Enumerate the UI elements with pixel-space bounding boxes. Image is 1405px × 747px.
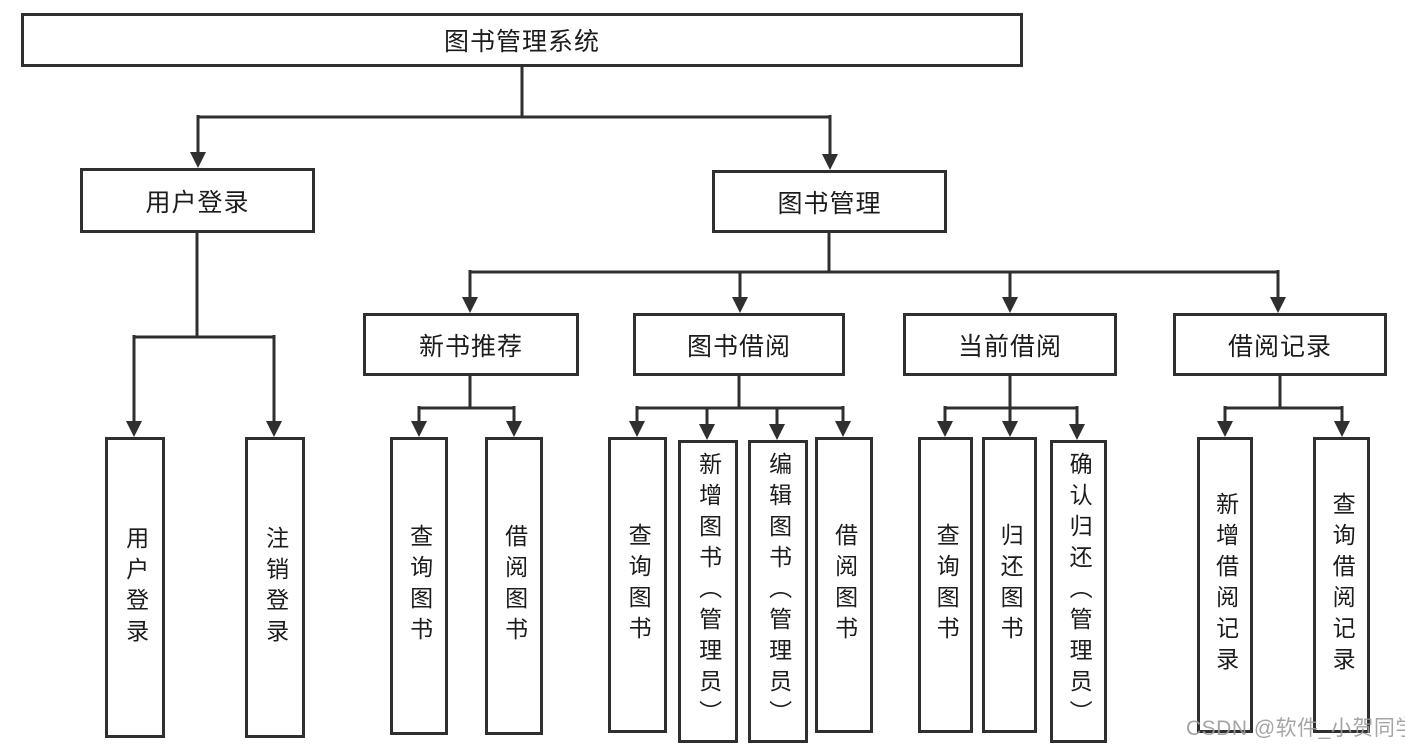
arrowhead: [769, 424, 785, 440]
node-user-login: 用户登录: [80, 168, 315, 233]
arrowhead: [1217, 421, 1233, 437]
leaf-user-login: 用户登录: [105, 437, 165, 738]
connector-borrow-records-branch: [1217, 376, 1350, 437]
leaf-logout: 注销登录: [245, 437, 305, 738]
arrowhead: [1069, 424, 1085, 440]
arrowhead: [1002, 421, 1018, 437]
leaf-label: 新增借阅记录: [1212, 492, 1239, 678]
leaf-label: 借阅图书: [831, 523, 858, 647]
connector-book-borrow-branch: [629, 376, 851, 440]
leaf-query-books-current: 查询图书: [918, 437, 973, 733]
arrowhead: [732, 297, 748, 313]
arrowhead: [835, 421, 851, 437]
connector-root-to-level1: [190, 67, 838, 170]
arrowhead: [411, 421, 427, 437]
arrowhead: [266, 421, 282, 437]
connector-user-login-branch: [126, 233, 282, 437]
arrowhead: [1270, 297, 1286, 313]
connector-current-borrow-branch: [937, 376, 1085, 440]
arrowhead: [937, 421, 953, 437]
arrowhead: [1334, 421, 1350, 437]
node-current-borrowing: 当前借阅: [903, 313, 1117, 376]
arrowhead: [506, 421, 522, 437]
leaf-query-books-borrow: 查询图书: [608, 437, 667, 733]
node-book-management: 图书管理: [712, 170, 947, 233]
leaf-return-books: 归还图书: [982, 437, 1037, 733]
arrowhead: [462, 297, 478, 313]
leaf-label: 查询图书: [625, 523, 652, 647]
leaf-label: 借阅图书: [501, 524, 528, 648]
leaf-label: 确认归还（管理员）: [1066, 452, 1093, 731]
node-new-book-recommendation: 新书推荐: [363, 313, 579, 376]
leaf-label: 编辑图书（管理员）: [765, 452, 792, 731]
leaf-label: 归还图书: [997, 523, 1024, 647]
leaf-label: 查询图书: [406, 524, 433, 648]
node-borrowing-records: 借阅记录: [1173, 313, 1387, 376]
arrowhead: [822, 154, 838, 170]
leaf-label: 新增图书（管理员）: [695, 452, 722, 731]
node-book-borrowing: 图书借阅: [633, 313, 845, 376]
leaf-query-books-rec: 查询图书: [390, 437, 448, 735]
leaf-add-borrow-record: 新增借阅记录: [1197, 437, 1253, 733]
leaf-label: 查询借阅记录: [1329, 492, 1356, 678]
leaf-borrow-books: 借阅图书: [815, 437, 873, 733]
leaf-label: 注销登录: [262, 525, 289, 650]
leaf-confirm-return-admin: 确认归还（管理员）: [1050, 440, 1107, 743]
csdn-watermark: CSDN @软件_小贺同学: [1186, 717, 1405, 740]
arrowhead: [1002, 297, 1018, 313]
leaf-add-books-admin: 新增图书（管理员）: [678, 440, 738, 743]
arrowhead: [126, 421, 142, 437]
connector-new-book-rec-branch: [411, 376, 522, 437]
arrowhead: [699, 424, 715, 440]
leaf-borrow-books-rec: 借阅图书: [485, 437, 543, 735]
node-root-library-system: 图书管理系统: [21, 13, 1023, 67]
leaf-label: 查询图书: [933, 523, 960, 647]
arrowhead: [190, 152, 206, 168]
connector-book-mgmt-branch: [462, 233, 1286, 313]
leaf-query-borrow-record: 查询借阅记录: [1313, 437, 1370, 733]
arrowhead: [629, 421, 645, 437]
leaf-edit-books-admin: 编辑图书（管理员）: [748, 440, 808, 743]
leaf-label: 用户登录: [122, 525, 149, 650]
